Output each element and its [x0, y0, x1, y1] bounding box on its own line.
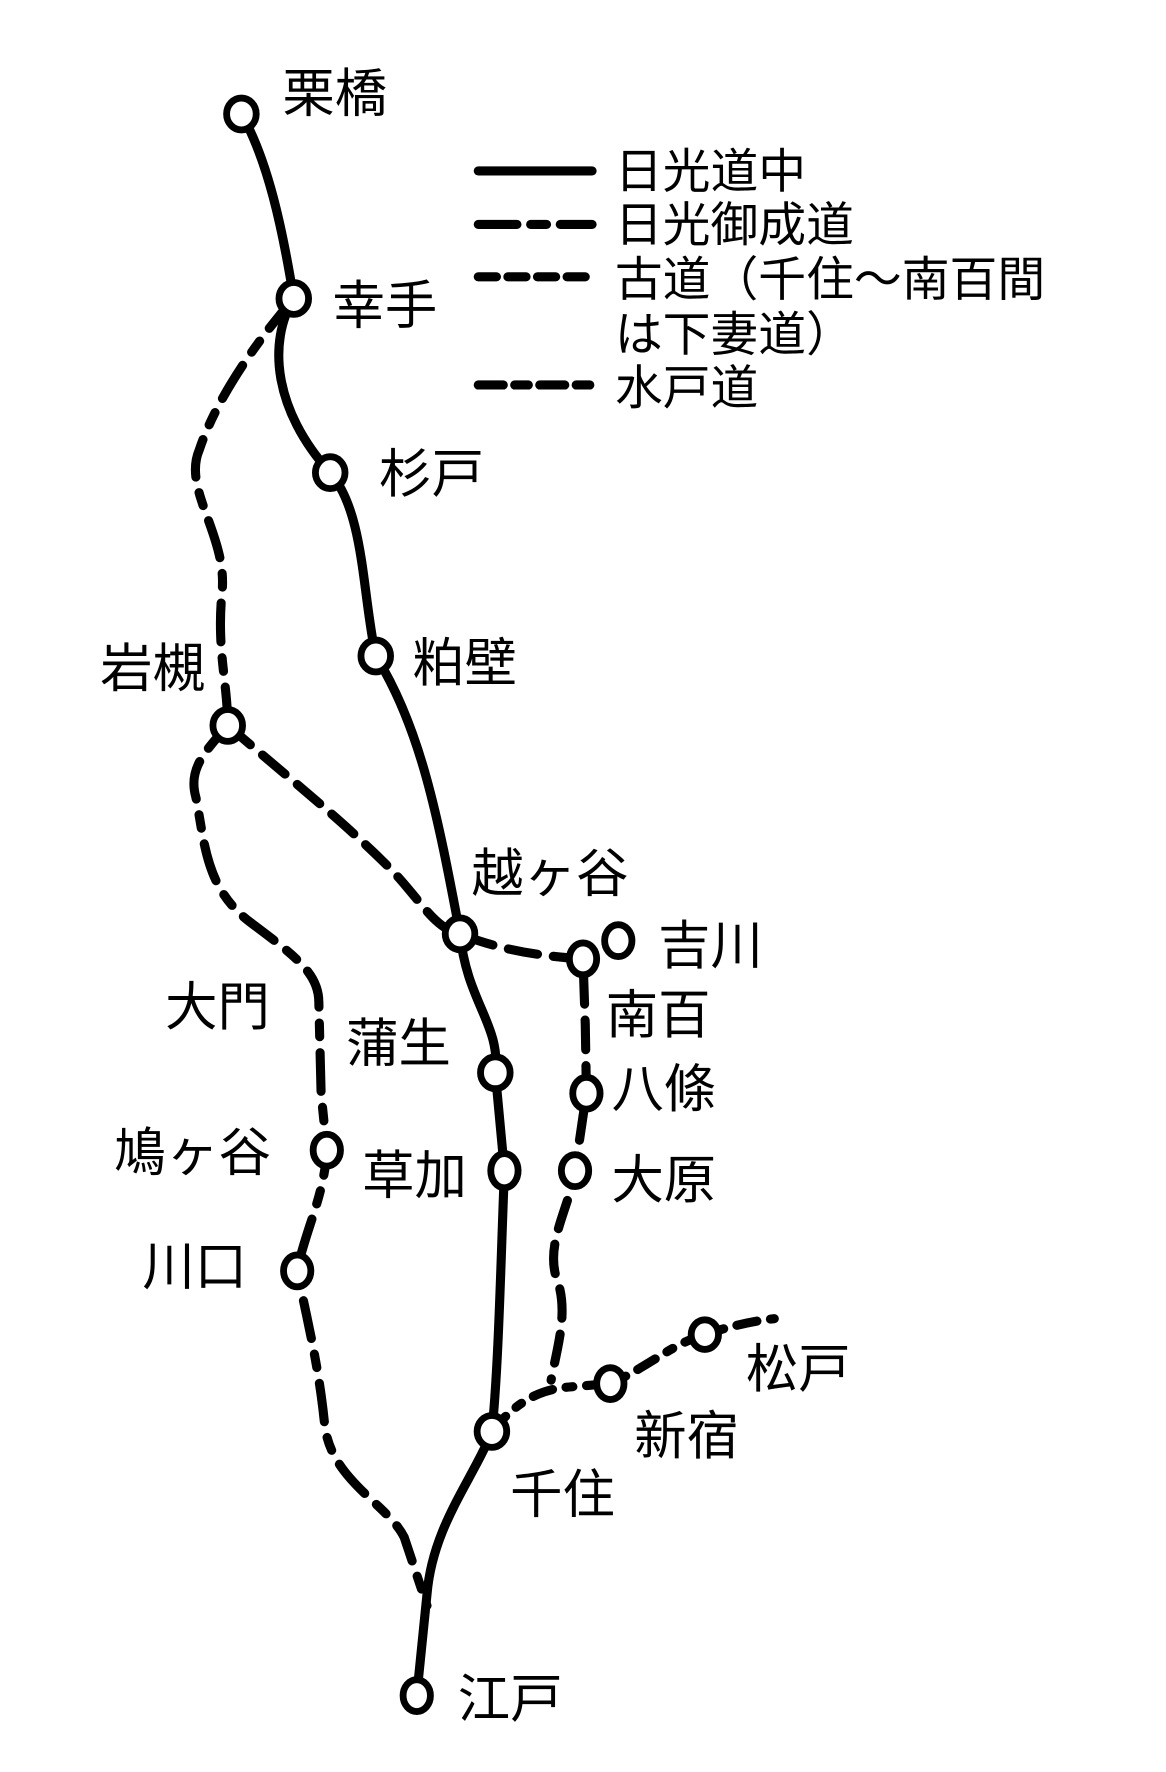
- station-marker-shinjuku: [593, 1364, 628, 1403]
- station-label-hachijo: 八條: [611, 1059, 716, 1120]
- station-label-iwatsuki: 岩槻: [100, 639, 205, 700]
- station-label-kasukabe: 粕壁: [412, 633, 517, 694]
- station-label-matsudo: 松戸: [746, 1339, 851, 1400]
- route-nikko-onari: [189, 293, 432, 1611]
- station-marker-yoshikawa: [601, 921, 636, 961]
- station-marker-kurihashi: [223, 94, 260, 134]
- legend-label-nikko-onari: 日光御成道: [615, 199, 854, 254]
- station-marker-ohara: [557, 1151, 593, 1191]
- station-label-daimon: 大門: [165, 977, 270, 1038]
- legend-label-old-road-2: は下妻道）: [615, 308, 854, 363]
- station-marker-kawaguchi: [280, 1251, 315, 1291]
- station-label-koshigaya: 越ヶ谷: [471, 844, 628, 905]
- station-marker-senju: [473, 1412, 511, 1451]
- station-label-satte: 幸手: [332, 275, 437, 336]
- station-marker-hatogaya: [309, 1130, 344, 1170]
- legend-label-nikko-kaido: 日光道中: [615, 145, 806, 200]
- station-marker-gamo: [477, 1053, 514, 1093]
- station-marker-nanbaku: [565, 939, 601, 979]
- station-label-shinjuku: 新宿: [634, 1406, 739, 1467]
- station-marker-koshigaya: [441, 914, 479, 954]
- route-nikko-kaido: [236, 109, 509, 1701]
- route-old-road: [223, 720, 591, 1385]
- legend: 日光道中 日光御成道 古道（千住～南百間 は下妻道） 水戸道: [473, 145, 1045, 416]
- station-marker-satte: [275, 279, 312, 318]
- station-label-senju: 千住: [510, 1464, 615, 1525]
- station-marker-edo: [399, 1676, 434, 1715]
- station-label-kurihashi: 栗橋: [282, 64, 387, 125]
- station-label-gamo: 蒲生: [346, 1013, 451, 1074]
- station-label-ohara: 大原: [611, 1150, 716, 1211]
- station-marker-hachijo: [569, 1073, 604, 1113]
- station-marker-matsudo: [687, 1316, 722, 1353]
- station-label-hatogaya: 鳩ヶ谷: [114, 1123, 271, 1184]
- legend-label-old-road: 古道（千住～南百間: [615, 253, 1045, 308]
- station-marker-iwatsuki: [209, 706, 246, 745]
- station-marker-soka: [487, 1150, 522, 1192]
- station-marker-sugito: [311, 453, 349, 493]
- station-label-edo: 江戸: [458, 1669, 563, 1730]
- stations: 栗橋 幸手 杉戸 粕壁 岩槻 越ヶ谷 吉川 南百 八條 蒲生 草加 大原 大門 …: [100, 64, 850, 1731]
- station-label-sugito: 杉戸: [379, 444, 484, 505]
- route-mito-michi: [487, 1314, 779, 1436]
- station-label-nanbaku: 南百: [606, 985, 711, 1046]
- station-marker-kasukabe: [357, 636, 394, 676]
- legend-label-mito-michi: 水戸道: [615, 361, 758, 416]
- station-label-yoshikawa: 吉川: [658, 915, 763, 976]
- station-label-soka: 草加: [362, 1145, 467, 1206]
- station-label-kawaguchi: 川口: [142, 1237, 247, 1298]
